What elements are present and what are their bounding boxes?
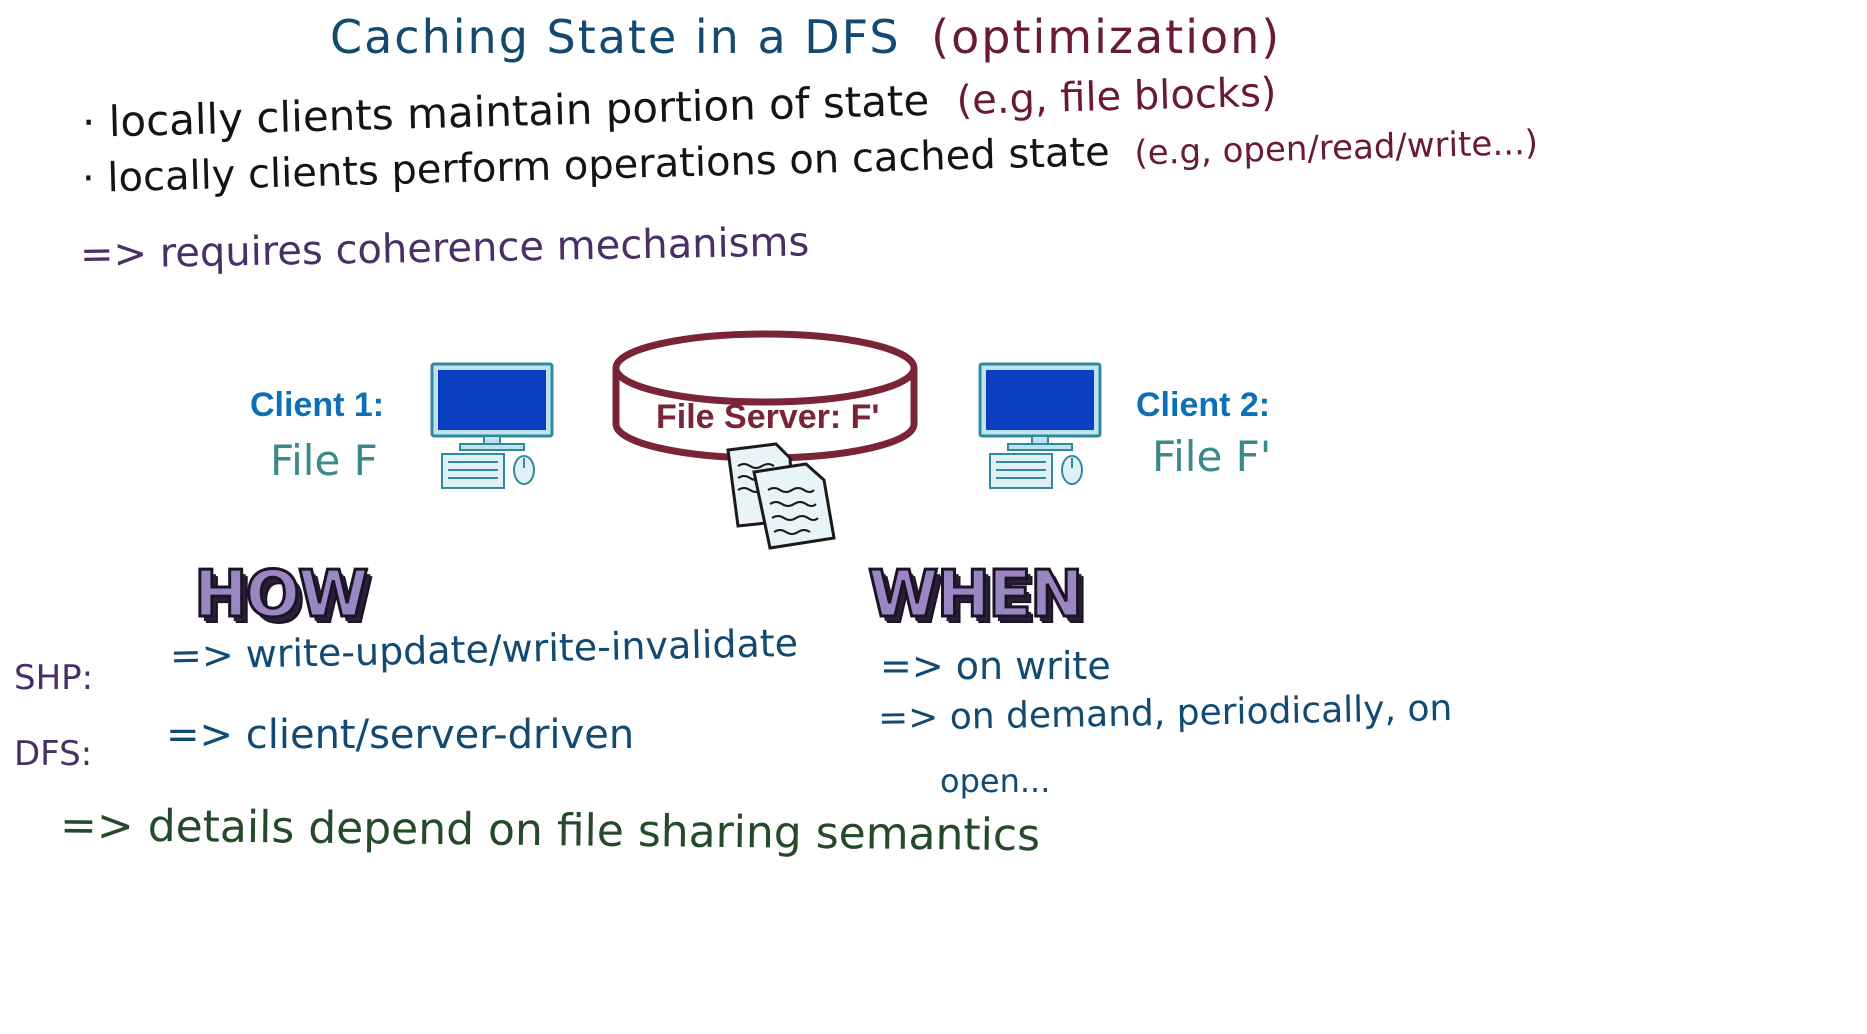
client-1-computer-icon: [430, 362, 554, 489]
title-aside: (optimization): [931, 10, 1282, 64]
client-1-file: File F: [270, 436, 378, 485]
client-2-label: Client 2:: [1136, 386, 1271, 424]
client-1-label: Client 1:: [250, 386, 385, 424]
documents-icon: [726, 442, 836, 550]
footer-conclusion: => details depend on file sharing semant…: [59, 800, 1041, 862]
bullet-1-example: (e.g, file blocks): [955, 69, 1278, 125]
when-heading: WHEN: [866, 557, 1084, 634]
bullet-dot: ·: [81, 97, 96, 147]
how-row-1-prefix: SHP:: [14, 658, 94, 698]
file-server-label: File Server: F': [656, 398, 880, 436]
title-main: Caching State in a DFS: [330, 10, 901, 64]
slide-title: Caching State in a DFS (optimization): [330, 10, 1281, 64]
when-row-2-text: => on demand, periodically, on: [877, 687, 1453, 739]
conclusion-line: => requires coherence mechanisms: [79, 219, 810, 278]
bullet-1-text: locally clients maintain portion of stat…: [108, 75, 930, 147]
client-2-computer-icon: [978, 362, 1102, 489]
how-row-2-prefix: DFS:: [14, 734, 93, 774]
client-2-file: File F': [1152, 432, 1272, 481]
when-row-1-text: => on write: [880, 644, 1111, 688]
when-row-2-continuation: open...: [940, 762, 1051, 800]
how-row-2-text: => client/server-driven: [166, 712, 635, 758]
bullet-2-example: (e.g, open/read/write...): [1133, 122, 1539, 174]
bullet-dot: ·: [81, 155, 96, 202]
how-heading: HOW: [193, 557, 371, 634]
